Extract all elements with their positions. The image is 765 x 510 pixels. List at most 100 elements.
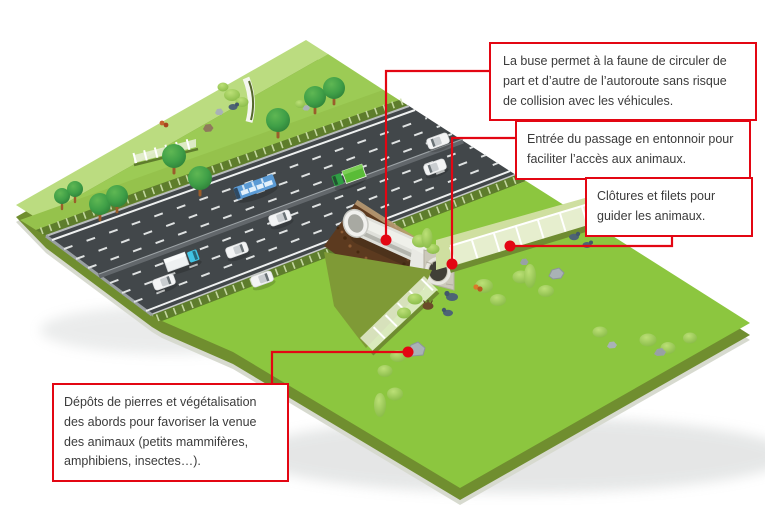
lower-terrain-props bbox=[374, 228, 697, 417]
vehicle-car-white bbox=[225, 241, 251, 262]
bush bbox=[397, 307, 411, 319]
butterfly-wing bbox=[159, 120, 165, 126]
lane-dash bbox=[109, 146, 474, 284]
vehicle-shadow bbox=[270, 218, 294, 230]
callout-text: La buse permet à la faune de circuler de… bbox=[503, 54, 727, 108]
connector-entree bbox=[450, 136, 515, 262]
rock bbox=[520, 258, 529, 265]
speckle bbox=[336, 226, 340, 230]
funnel-fence-right-posts bbox=[449, 204, 595, 267]
rock bbox=[203, 124, 214, 132]
vehicles bbox=[152, 132, 452, 294]
vehicle-car-white bbox=[152, 273, 178, 294]
tree bbox=[188, 166, 212, 197]
car-windshield bbox=[239, 244, 245, 253]
lane-dash bbox=[87, 133, 453, 269]
tree bbox=[54, 188, 70, 211]
hedgehog-spike bbox=[430, 300, 433, 304]
speckle bbox=[364, 256, 368, 260]
tall-bush bbox=[421, 228, 433, 248]
connector-depots bbox=[270, 350, 406, 385]
bush bbox=[592, 326, 608, 338]
connector-buse bbox=[384, 69, 489, 238]
car-windshield bbox=[166, 276, 172, 285]
tree-canopy bbox=[67, 181, 83, 197]
vehicle-truck-cyan bbox=[163, 249, 202, 275]
tree-canopy bbox=[304, 86, 326, 108]
vehicle-car-white bbox=[250, 270, 276, 291]
vehicle-shadow bbox=[428, 141, 452, 153]
vehicle-shadow bbox=[154, 282, 178, 294]
portal-stone-joint bbox=[445, 283, 454, 286]
vehicle-car-white bbox=[426, 132, 452, 153]
vehicle-car-white bbox=[423, 158, 449, 179]
bus-roof-stripe bbox=[251, 181, 255, 187]
bird-body bbox=[228, 104, 238, 110]
car-windshield bbox=[427, 164, 433, 173]
truck-windshield bbox=[192, 250, 199, 261]
vehicle-shadow bbox=[227, 250, 251, 262]
upper-trench-shadow bbox=[248, 80, 255, 121]
tree bbox=[304, 86, 326, 115]
lane-dash bbox=[121, 154, 487, 294]
tree-canopy bbox=[266, 108, 290, 132]
bus-window-divider bbox=[255, 185, 258, 191]
bus-window-divider bbox=[262, 182, 266, 188]
rock bbox=[215, 108, 224, 115]
tree bbox=[106, 185, 128, 214]
hedgehog-spike bbox=[423, 300, 426, 304]
vehicle-shadow bbox=[252, 279, 276, 291]
bus-windshield bbox=[233, 187, 241, 199]
hedgehog-body bbox=[422, 302, 434, 310]
callout-fences-nets: Clôtures et filets pour guider les anima… bbox=[585, 177, 753, 237]
connector-dot-buse bbox=[380, 234, 392, 246]
speckle bbox=[340, 230, 344, 234]
bird-icon bbox=[441, 307, 453, 317]
upper-culvert-trench bbox=[242, 76, 255, 123]
trees bbox=[54, 77, 345, 222]
car-windshield bbox=[282, 212, 288, 221]
bush bbox=[377, 365, 393, 377]
funnel-fence-right-rail bbox=[449, 202, 593, 247]
bush bbox=[683, 332, 697, 344]
tree bbox=[323, 77, 345, 106]
speckle bbox=[343, 236, 347, 240]
callout-text: Dépôts de pierres et végétalisation des … bbox=[64, 395, 257, 469]
tree-canopy bbox=[54, 188, 70, 204]
median-line bbox=[98, 138, 464, 275]
rock bbox=[654, 348, 666, 356]
rock bbox=[607, 341, 617, 349]
bird-head bbox=[235, 102, 239, 107]
bird-head bbox=[589, 240, 593, 245]
bus-roof-stripe bbox=[241, 184, 246, 191]
vehicle-shadow bbox=[237, 186, 278, 203]
butterfly-wing bbox=[473, 284, 479, 290]
bird-head bbox=[575, 231, 581, 237]
rock bbox=[548, 267, 565, 280]
butterfly-wing bbox=[477, 286, 483, 292]
bus-window-divider bbox=[247, 188, 251, 193]
bush bbox=[407, 293, 423, 305]
tree bbox=[89, 193, 111, 222]
bush bbox=[224, 89, 240, 101]
tree bbox=[162, 144, 186, 175]
bush bbox=[387, 387, 403, 401]
tree bbox=[266, 108, 290, 139]
vehicle-shadow bbox=[167, 260, 202, 275]
callout-stone-deposits: Dépôts de pierres et végétalisation des … bbox=[52, 383, 289, 482]
bird-head bbox=[441, 307, 447, 313]
culvert-upper-opening bbox=[342, 208, 369, 238]
vehicle-bus bbox=[233, 174, 278, 203]
bush bbox=[295, 100, 305, 108]
speckle bbox=[348, 244, 352, 248]
tree-canopy bbox=[89, 193, 111, 215]
vehicle-shadow bbox=[425, 167, 449, 179]
road-curb-top bbox=[45, 105, 410, 237]
bus-roof-stripe bbox=[260, 177, 265, 184]
tube-opening-inner bbox=[347, 214, 364, 233]
butterfly-wing bbox=[163, 122, 169, 128]
tree-canopy bbox=[162, 144, 186, 168]
lane-dash bbox=[133, 162, 499, 303]
bird-head bbox=[444, 290, 450, 297]
